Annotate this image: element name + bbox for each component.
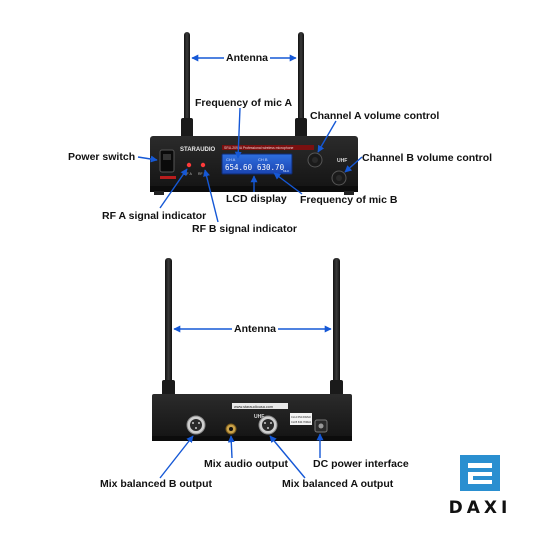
rear-freq-a: CH A 654.60MHz — [291, 415, 312, 419]
callout-frequency-mic-a: Frequency of mic A — [195, 97, 293, 109]
front-band-label: UHF — [337, 158, 347, 164]
callout-mix-balanced-b-output: Mix balanced B output — [100, 478, 213, 490]
callout-arrows — [137, 54, 363, 479]
lcd-ch-b-label: CH B — [258, 157, 268, 162]
rf-a-led — [186, 162, 192, 168]
rear-receiver-unit: www.staraudiousa.com UHF CH A 654.60MHz … — [152, 258, 352, 441]
lcd-ch-a-label: CH A — [226, 157, 236, 162]
rear-right-antenna — [333, 258, 340, 388]
callout-power-switch: Power switch — [68, 151, 136, 163]
rear-left-antenna — [165, 258, 172, 388]
rear-freq-sticker — [290, 413, 312, 425]
front-brand-text: STARAUDIO — [180, 147, 216, 153]
lcd-unit: MHz — [283, 169, 290, 173]
callout-dc-power-interface: DC power interface — [313, 458, 409, 470]
rear-chassis — [152, 394, 352, 440]
callout-channel-a-volume: Channel A volume control — [310, 110, 440, 122]
callout-frequency-mic-b: Frequency of mic B — [300, 194, 398, 206]
daxi-logo: DAXI — [449, 455, 512, 518]
callout-rf-b-indicator: RF B signal indicator — [192, 223, 298, 235]
power-switch[interactable] — [159, 149, 175, 173]
callout-mix-balanced-a-output: Mix balanced A output — [282, 478, 394, 490]
front-model-text: SRU-2090A Professional wireless micropho… — [224, 146, 293, 150]
lcd-freq-b: 630.70 — [257, 163, 285, 172]
callout-lcd-display: LCD display — [226, 193, 287, 205]
rf-b-led-label: RF B — [198, 172, 207, 176]
rear-band-label: UHF — [254, 414, 264, 420]
rear-url: www.staraudiousa.com — [234, 405, 273, 409]
callout-antenna-bottom: Antenna — [234, 323, 276, 335]
rear-freq-b: CH B 630.70MHz — [291, 420, 312, 424]
lcd-freq-a: 654.60 — [225, 163, 253, 172]
callout-antenna-top: Antenna — [226, 52, 268, 64]
rf-b-led — [200, 162, 206, 168]
lcd-display — [221, 153, 293, 175]
callout-mix-audio-output: Mix audio output — [204, 458, 288, 470]
daxi-logo-text: DAXI — [449, 498, 512, 518]
callout-rf-a-indicator: RF A signal indicator — [102, 210, 207, 222]
rf-a-led-label: RF A — [184, 172, 192, 176]
callout-channel-b-volume: Channel B volume control — [362, 152, 493, 164]
